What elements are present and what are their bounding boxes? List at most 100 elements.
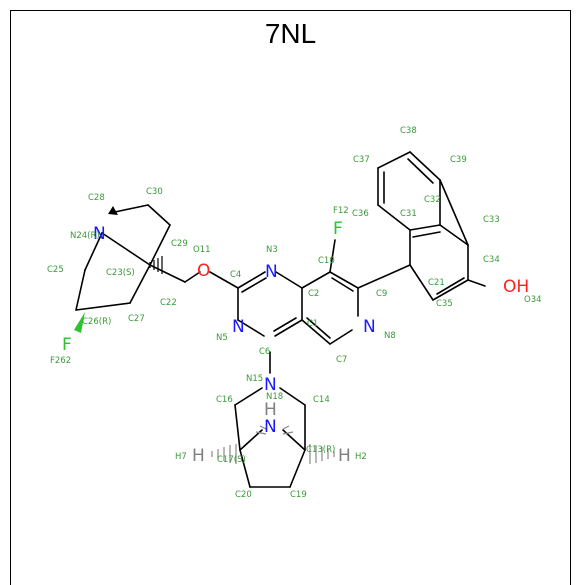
bond <box>412 231 441 238</box>
index-label: C27 <box>128 314 145 324</box>
bond <box>114 204 149 213</box>
atom-f12: F <box>333 219 343 239</box>
index-label: C38 <box>400 126 417 136</box>
index-label: N5 <box>216 333 228 343</box>
index-label: N18 <box>266 392 283 402</box>
bond <box>239 429 263 451</box>
index-label: C19 <box>290 490 307 500</box>
bond <box>237 271 266 289</box>
hash-bond-h18 <box>255 425 294 435</box>
atom-h2: H <box>338 446 351 466</box>
atom-h18: H <box>264 400 277 420</box>
atom-n3: N <box>265 262 278 282</box>
bond <box>329 239 336 273</box>
atom-o34: OH <box>503 277 529 297</box>
bond <box>432 279 469 301</box>
index-label: C16 <box>216 395 233 405</box>
bond <box>237 319 265 337</box>
bond <box>274 319 303 337</box>
index-label: C21 <box>428 278 445 288</box>
index-label: H2 <box>355 452 367 462</box>
atom-n8: N <box>363 317 376 337</box>
bond <box>409 224 441 231</box>
atom-labels: N F O N N N F OH N N H H H <box>62 219 529 466</box>
index-label: C14 <box>313 395 330 405</box>
index-label: O34 <box>524 295 542 305</box>
index-label: H7 <box>175 452 187 462</box>
index-label: C7 <box>336 355 347 365</box>
index-label: C2 <box>308 289 319 299</box>
index-label: C4 <box>230 270 241 280</box>
index-label: C35 <box>436 299 453 309</box>
index-label: C13(R) <box>306 445 335 455</box>
bond <box>377 151 411 169</box>
bonds <box>75 151 486 488</box>
index-label: N24(R) <box>70 231 100 241</box>
bond <box>75 302 131 311</box>
bond <box>439 179 469 246</box>
bond <box>301 271 331 289</box>
bond <box>329 271 359 289</box>
index-label: C33 <box>483 215 500 225</box>
bond <box>234 404 241 451</box>
index-label: C37 <box>353 155 370 165</box>
index-label: C20 <box>235 490 252 500</box>
bond <box>184 271 201 283</box>
bond <box>357 264 411 289</box>
index-label: N15 <box>246 374 263 384</box>
index-label: C26(R) <box>82 317 111 327</box>
index-label: C23(S) <box>106 268 135 278</box>
bond <box>289 449 306 488</box>
bond <box>234 387 263 406</box>
bond <box>241 277 267 293</box>
stereo-bonds <box>74 206 335 464</box>
atom-f26: F <box>62 335 72 355</box>
index-label: C30 <box>146 187 163 197</box>
index-label: C34 <box>483 255 500 265</box>
index-label: C32 <box>424 195 441 205</box>
index-label: C22 <box>160 298 177 308</box>
bond <box>377 204 411 231</box>
bond <box>331 277 354 292</box>
bond <box>149 224 171 266</box>
index-label: C6 <box>259 347 270 357</box>
index-label: O11 <box>193 245 211 255</box>
bond <box>436 277 465 295</box>
index-label: C1 <box>307 319 318 329</box>
index-label: C36 <box>352 209 369 219</box>
bond <box>439 224 469 246</box>
bond <box>306 317 331 339</box>
bond <box>301 319 331 345</box>
bond <box>407 158 434 184</box>
wedge-bond <box>108 206 118 215</box>
bond <box>239 449 251 488</box>
index-label: C28 <box>88 193 105 203</box>
atom-n24: N <box>93 224 106 244</box>
hash-bond-h7 <box>211 444 237 464</box>
atom-index-labels: C28 C30 N24(R) C29 C25 C23(S) C27 C26(R)… <box>47 126 542 500</box>
bond <box>149 264 186 283</box>
molecule-title: 7NL <box>264 18 317 49</box>
canvas-frame <box>10 10 571 585</box>
index-label: N3 <box>266 245 278 255</box>
bond <box>209 271 239 289</box>
bond <box>147 204 171 226</box>
bond <box>273 317 297 332</box>
bond <box>409 151 441 181</box>
index-label: C31 <box>400 209 417 219</box>
hash-bond-h2 <box>309 444 335 464</box>
atom-h7: H <box>192 446 205 466</box>
index-label: C25 <box>47 265 64 275</box>
index-label: F262 <box>50 356 71 366</box>
bond <box>84 232 103 271</box>
bond <box>279 387 306 406</box>
index-label: N8 <box>384 331 396 341</box>
index-label: F12 <box>333 206 349 216</box>
atom-n15: N <box>264 375 277 395</box>
wedge-bond-fluorine <box>74 312 85 333</box>
index-label: C10 <box>318 256 335 266</box>
hash-bond <box>149 256 163 274</box>
bond <box>101 232 151 266</box>
bond <box>129 264 151 304</box>
